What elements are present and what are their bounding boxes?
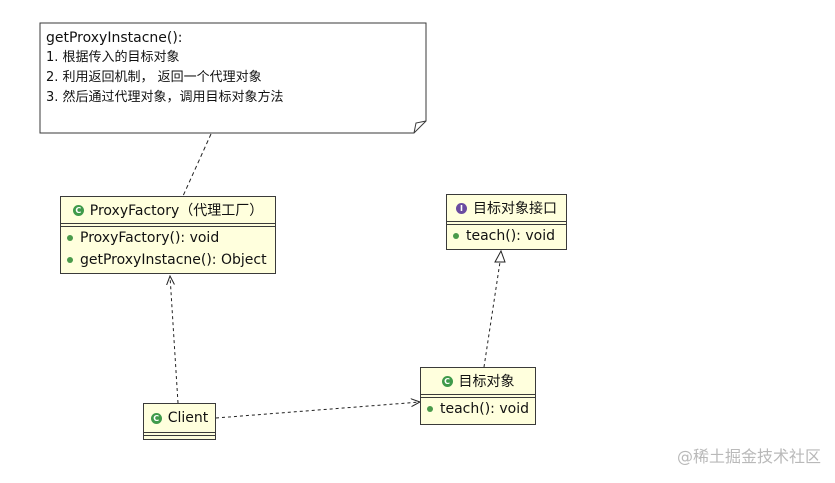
target-interface-class[interactable]: I 目标对象接口 teach(): void bbox=[446, 194, 567, 250]
proxy-factory-header: C ProxyFactory（代理工厂） bbox=[61, 197, 275, 223]
client-to-target-arrow bbox=[215, 402, 420, 419]
method-row: getProxyInstacne(): Object bbox=[61, 249, 275, 271]
method-label: teach(): void bbox=[466, 228, 555, 244]
note-connector bbox=[182, 133, 212, 197]
note-line-1: 1. 根据传入的目标对象 bbox=[46, 50, 180, 65]
target-interface-header: I 目标对象接口 bbox=[447, 195, 566, 221]
note: getProxyInstacne(): 1. 根据传入的目标对象 2. 利用返回… bbox=[40, 23, 426, 133]
class-icon: C bbox=[150, 412, 162, 424]
note-shape bbox=[39, 22, 427, 134]
method-label: ProxyFactory(): void bbox=[80, 230, 220, 246]
public-method-icon bbox=[453, 233, 459, 239]
client-header: C Client bbox=[144, 404, 215, 432]
class-separator bbox=[61, 223, 275, 227]
public-method-icon bbox=[427, 406, 433, 412]
interface-icon: I bbox=[456, 202, 467, 214]
realization-line bbox=[483, 261, 501, 368]
target-object-class[interactable]: C 目标对象 teach(): void bbox=[420, 367, 536, 425]
class-separator bbox=[421, 394, 535, 398]
public-method-icon bbox=[67, 235, 73, 241]
method-label: teach(): void bbox=[440, 401, 529, 417]
method-row: ProxyFactory(): void bbox=[61, 227, 275, 249]
method-label: getProxyInstacne(): Object bbox=[80, 252, 267, 268]
client-class[interactable]: C Client bbox=[143, 403, 216, 440]
client-name: Client bbox=[167, 410, 209, 426]
proxy-factory-name: ProxyFactory（代理工厂） bbox=[89, 203, 264, 219]
method-row: teach(): void bbox=[421, 398, 535, 420]
target-object-header: C 目标对象 bbox=[421, 368, 535, 394]
class-separator bbox=[144, 432, 215, 436]
class-icon: C bbox=[441, 375, 453, 387]
class-separator bbox=[447, 221, 566, 225]
watermark: @稀土掘金技术社区 bbox=[676, 447, 821, 466]
class-icon: C bbox=[72, 204, 84, 216]
note-fold bbox=[413, 120, 427, 134]
proxy-factory-class[interactable]: C ProxyFactory（代理工厂） ProxyFactory(): voi… bbox=[60, 196, 276, 274]
realization-arrowhead bbox=[494, 249, 506, 263]
target-interface-name: 目标对象接口 bbox=[473, 201, 557, 217]
note-line-2: 2. 利用返回机制， 返回一个代理对象 bbox=[46, 70, 262, 85]
public-method-icon bbox=[67, 257, 73, 263]
method-row: teach(): void bbox=[447, 225, 566, 247]
client-to-proxyfactory-arrow bbox=[170, 276, 179, 404]
target-object-name: 目标对象 bbox=[458, 374, 515, 390]
note-title: getProxyInstacne(): bbox=[46, 30, 183, 46]
note-line-3: 3. 然后通过代理对象，调用目标对象方法 bbox=[46, 90, 284, 105]
